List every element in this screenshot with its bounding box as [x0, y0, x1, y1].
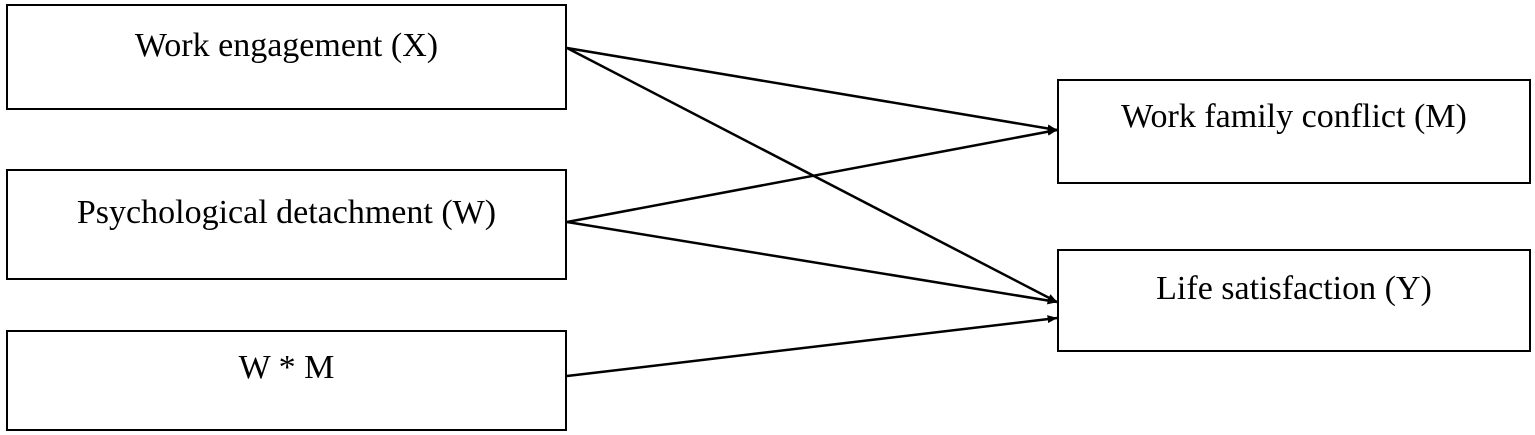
node-life-satisfaction: Life satisfaction (Y): [1057, 249, 1531, 352]
node-interaction-wm: W * M: [6, 330, 567, 431]
node-psychological-detachment: Psychological detachment (W): [6, 169, 567, 280]
edge-work-engagement-to-work-family-conflict: [566, 46, 1058, 133]
node-label-life-satisfaction: Life satisfaction (Y): [1156, 270, 1432, 307]
node-label-psychological-detachment: Psychological detachment (W): [76, 194, 497, 231]
edge-interaction-to-life-satisfaction: [566, 315, 1058, 378]
edge-group: [566, 46, 1058, 378]
node-label-interaction-wm: W * M: [238, 349, 335, 386]
edge-psychological-detachment-to-work-family-conflict: [566, 127, 1058, 224]
node-work-engagement: Work engagement (X): [6, 4, 567, 110]
node-work-family-conflict: Work family conflict (M): [1057, 79, 1531, 184]
node-label-work-engagement: Work engagement (X): [134, 27, 439, 64]
edge-work-engagement-to-life-satisfaction: [566, 46, 1058, 304]
node-label-work-family-conflict: Work family conflict (M): [1121, 98, 1467, 135]
edge-psychological-detachment-to-life-satisfaction: [566, 220, 1058, 305]
